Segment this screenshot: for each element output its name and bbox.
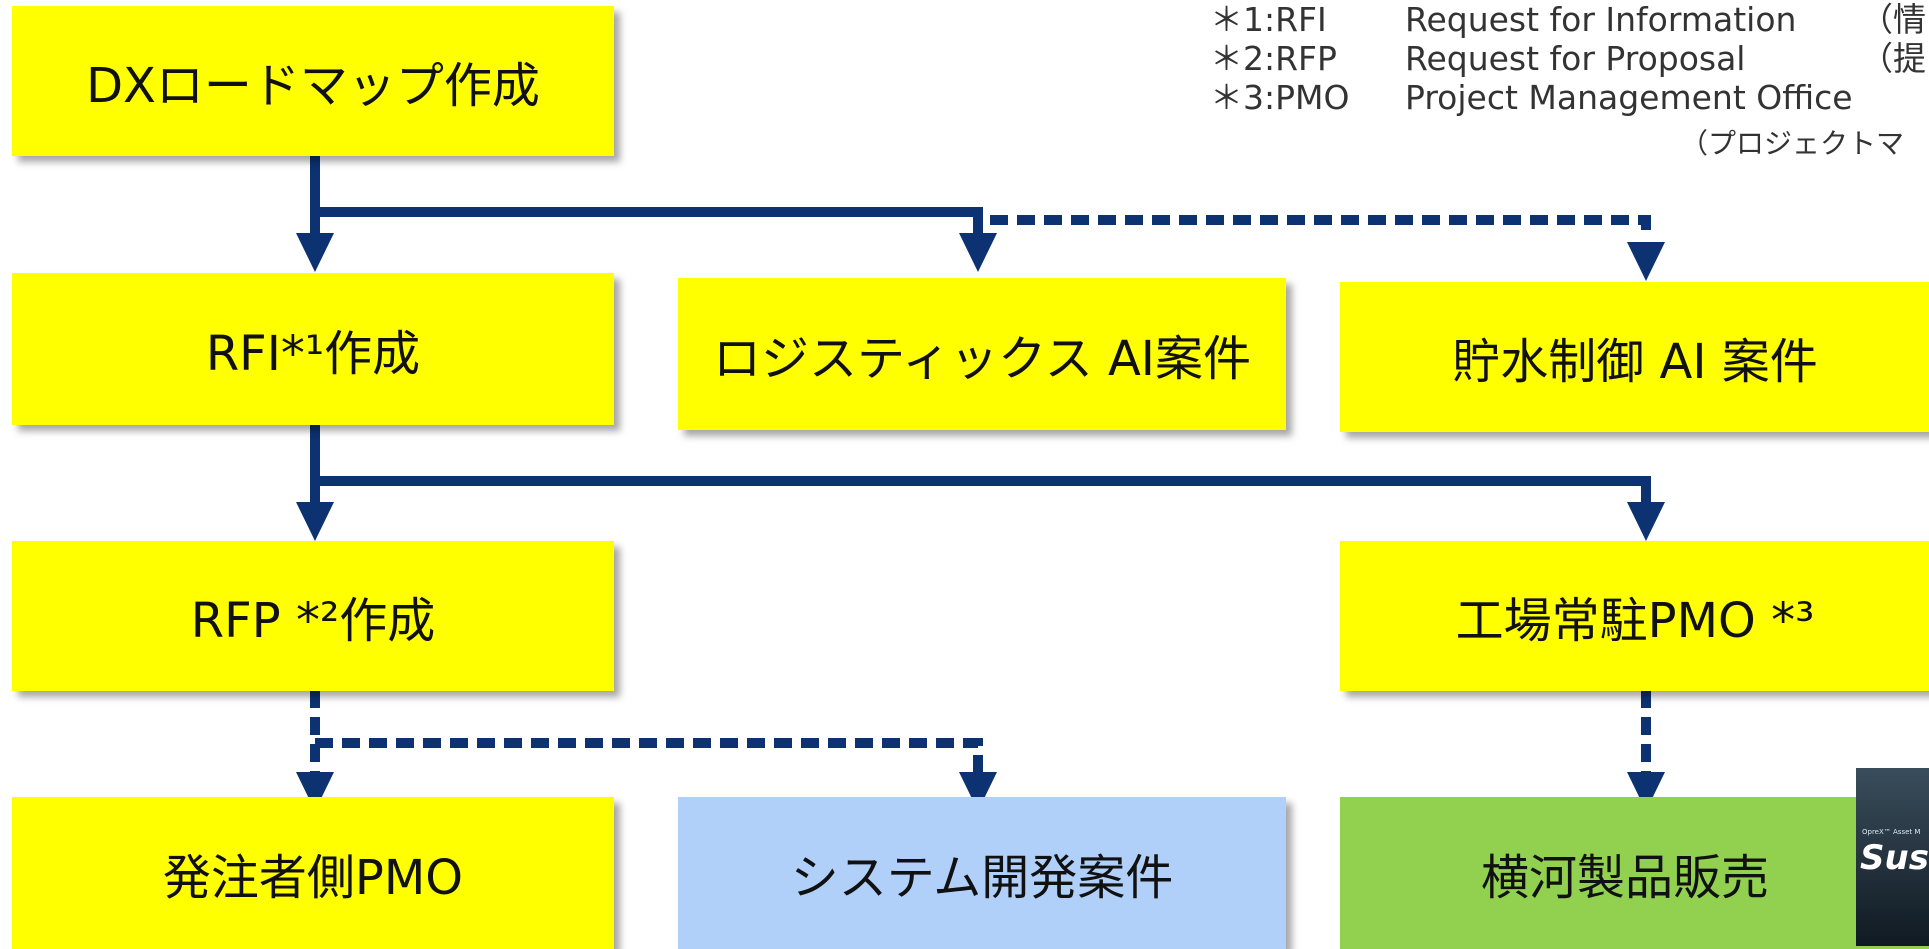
arrowhead xyxy=(1627,502,1665,541)
water-ai-label: 貯水制御 AI 案件 xyxy=(1452,334,1818,390)
logo-small-text: OpreX™ Asset M xyxy=(1862,828,1921,836)
system-dev-box: システム開発案件 xyxy=(678,797,1286,949)
footnote-jp: （提 xyxy=(1860,39,1926,78)
arrowhead xyxy=(959,772,997,811)
arrowhead xyxy=(959,233,997,272)
footnote-text: Project Management Office xyxy=(1405,78,1853,117)
arrowhead xyxy=(296,502,334,541)
footnote-tag: ＊2:RFP xyxy=(1210,39,1337,78)
footnote-text: Request for Information xyxy=(1405,0,1797,39)
arrowhead xyxy=(1627,242,1665,281)
client-pmo-label: 発注者側PMO xyxy=(162,850,464,906)
yokogawa-sales-label: 横河製品販売 xyxy=(1480,850,1769,906)
footnote-pmo-jp: （プロジェクトマ xyxy=(1680,127,1905,160)
water-ai-box: 貯水制御 AI 案件 xyxy=(1340,282,1929,432)
client-pmo-box: 発注者側PMO xyxy=(12,797,614,949)
rfp-label: RFP *²作成 xyxy=(190,593,436,649)
dx-roadmap-label: DXロードマップ作成 xyxy=(86,58,540,114)
footnote-tag: ＊3:PMO xyxy=(1210,78,1350,117)
dx-roadmap-box: DXロードマップ作成 xyxy=(12,6,614,156)
footnote-tag: ＊1:RFI xyxy=(1210,0,1327,39)
factory-pmo-label: 工場常駐PMO *³ xyxy=(1455,593,1815,649)
rfi-label: RFI*¹作成 xyxy=(205,326,421,382)
arrowhead xyxy=(296,772,334,811)
product-logo: OpreX™ Asset M Sus xyxy=(1856,768,1929,946)
rfp-box: RFP *²作成 xyxy=(12,541,614,691)
arrowhead xyxy=(296,233,334,272)
rfi-box: RFI*¹作成 xyxy=(12,273,614,425)
factory-pmo-box: 工場常駐PMO *³ xyxy=(1340,541,1929,691)
arrowhead xyxy=(1627,772,1665,811)
system-dev-label: システム開発案件 xyxy=(790,850,1174,906)
footnote-text: Request for Proposal xyxy=(1405,39,1746,78)
logistics-ai-box: ロジスティックス AI案件 xyxy=(678,278,1286,430)
footnote-jp: （情 xyxy=(1860,0,1926,39)
yokogawa-sales-box: 横河製品販売 xyxy=(1340,797,1929,949)
logistics-ai-label: ロジスティックス AI案件 xyxy=(713,331,1251,387)
logo-big-text: Sus xyxy=(1860,838,1929,878)
